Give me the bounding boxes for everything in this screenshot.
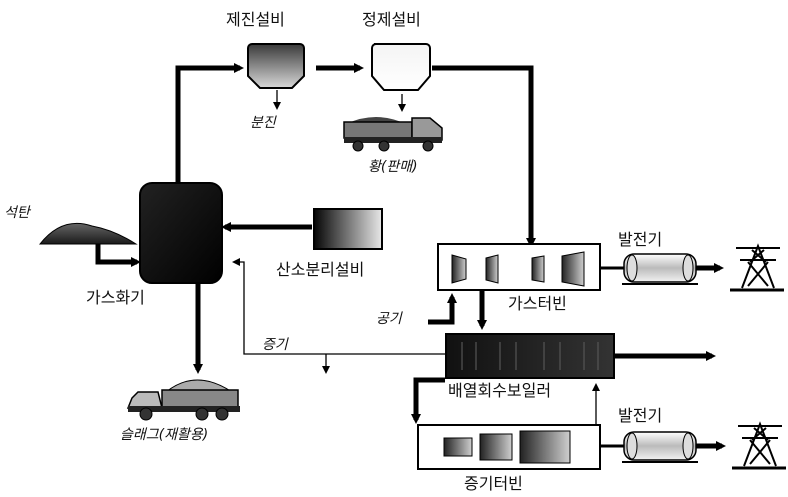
steam-turbine-label: 증기터빈 [464, 474, 523, 493]
slag-truck-icon [126, 379, 240, 421]
purification-label: 정제설비 [362, 10, 421, 29]
dust-removal-unit [247, 43, 305, 89]
sulfur-truck-icon [343, 117, 443, 152]
oxygen-separation-unit [313, 208, 383, 250]
transmission-tower-top-icon [730, 243, 784, 292]
purification-unit [371, 43, 431, 91]
dust-removal-label: 제진설비 [226, 10, 285, 29]
coal-feed-line [95, 244, 141, 267]
generator-bottom-label: 발전기 [618, 406, 663, 425]
gas-to-dust-removal-line [175, 63, 244, 183]
transmission-tower-bottom-icon [732, 421, 786, 470]
air-label: 공기 [376, 311, 402, 327]
slag-label: 슬래그(재활용) [120, 427, 209, 443]
purification-to-gas-turbine-line [432, 65, 536, 248]
generator-bottom-unit [622, 431, 698, 463]
dust-label: 분진 [250, 115, 276, 131]
steam-turbine-unit [417, 424, 601, 470]
generator-top-label: 발전기 [618, 230, 663, 249]
steam-return-line [232, 258, 445, 355]
thin-flow-lines [232, 90, 624, 448]
coal-pile-icon [38, 222, 138, 245]
hrsg-label: 배열회수보일러 [448, 381, 552, 400]
air-line [428, 293, 457, 325]
generator-top-unit [622, 253, 698, 285]
process-flow-lines [95, 63, 726, 451]
oxygen-separation-label: 산소분리설비 [276, 260, 365, 279]
gas-turbine-label: 가스터빈 [508, 294, 567, 313]
steam-label: 증기 [262, 337, 288, 353]
coal-label: 석탄 [4, 205, 30, 221]
gasifier-label: 가스화기 [86, 288, 145, 307]
hrsg-unit [445, 333, 615, 379]
sulfur-label: 황(판매) [368, 159, 418, 175]
gasifier-unit [139, 182, 223, 284]
gas-turbine-unit [437, 243, 601, 291]
hrsg-to-steam-turbine-line [411, 377, 445, 424]
